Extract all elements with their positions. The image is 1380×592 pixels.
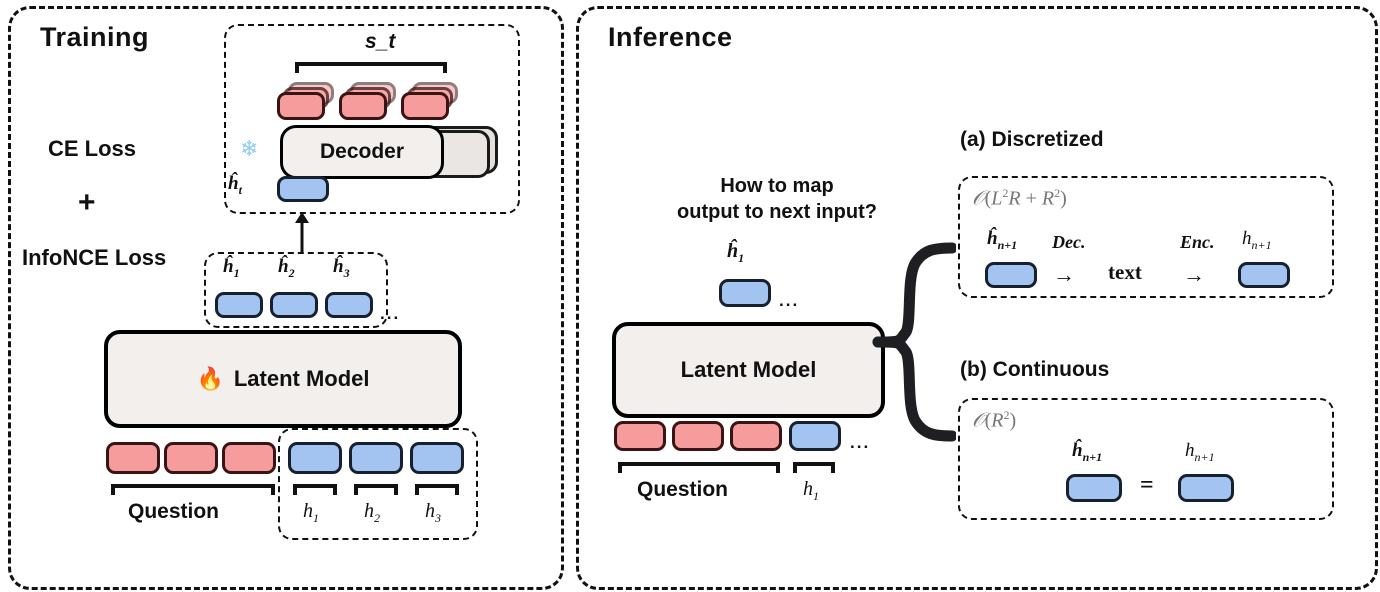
infonce-loss-label: InfoNCE Loss: [22, 245, 167, 270]
inference-h-label-1: h1: [803, 478, 819, 503]
ce-loss-label: CE Loss: [48, 136, 137, 161]
option-b-heading: (b) Continuous: [960, 358, 1110, 381]
option-b-box: [958, 398, 1334, 520]
hhat-group-box: [204, 252, 388, 328]
training-panel-title: Training: [40, 22, 150, 52]
inference-question-line-1: How to map: [720, 175, 834, 197]
decoder-label: Decoder: [319, 140, 405, 163]
inference-output-ellipsis: ...: [779, 291, 800, 310]
inference-h1-bracket: [793, 462, 835, 474]
h2-bracket: [354, 484, 398, 496]
option-a-text-label: text: [1108, 260, 1142, 284]
inference-panel: [576, 6, 1378, 590]
option-a-complexity: 𝒪(L2R + R2): [972, 186, 1067, 210]
decoder-group-box: [224, 24, 520, 214]
option-b-equals: =: [1140, 472, 1154, 498]
train-h-label-1: h1: [303, 500, 319, 525]
inf-input-ellipsis: ...: [850, 433, 871, 452]
span-label-st: s_t: [365, 30, 395, 54]
decoder-input-token: [277, 176, 329, 202]
inference-output-label: ĥ1: [727, 240, 745, 265]
red-token-2: [339, 92, 387, 120]
red-token-1: [277, 92, 325, 120]
red-token-3: [401, 92, 449, 120]
option-a-arrow-1: →: [1053, 262, 1075, 287]
up-arrow-to-decoder: [294, 212, 310, 252]
inference-output-token: [719, 279, 771, 307]
train-input-red-1: [106, 442, 160, 474]
train-h-label-2: h2: [364, 500, 380, 525]
train-input-blue-1: [288, 442, 342, 474]
inf-input-red-1: [614, 421, 666, 451]
inference-latent-model-label: Latent Model: [680, 357, 817, 382]
option-b-left-token-label: ĥn+1: [1072, 440, 1103, 464]
train-input-red-3: [222, 442, 276, 474]
inference-question-label: Question: [637, 478, 729, 501]
training-latent-model-box: 🔥 Latent Model: [104, 330, 462, 428]
loss-plus-sign: +: [78, 186, 96, 219]
snowflake-icon: ❄: [240, 136, 259, 161]
option-b-right-token: [1178, 474, 1234, 502]
decoder-box: Decoder: [280, 125, 444, 179]
inf-input-red-2: [672, 421, 724, 451]
option-b-left-token: [1066, 474, 1122, 502]
option-b-right-token-label: hn+1: [1185, 440, 1215, 464]
inference-latent-model-box: Latent Model: [612, 322, 885, 418]
train-input-red-2: [164, 442, 218, 474]
option-a-enc-label: Enc.: [1180, 232, 1215, 252]
train-input-blue-2: [349, 442, 403, 474]
option-a-box: [958, 176, 1334, 298]
inference-panel-title: Inference: [608, 22, 733, 52]
inference-question-line-2: output to next input?: [677, 201, 877, 223]
training-latent-model-label: Latent Model: [233, 366, 370, 391]
fire-icon: 🔥: [196, 366, 224, 391]
option-b-complexity: 𝒪(R2): [972, 408, 1017, 432]
option-a-right-token: [1238, 262, 1290, 288]
h1-bracket: [293, 484, 337, 496]
train-question-label: Question: [128, 500, 220, 523]
hhat-row-ellipsis: ...: [380, 304, 401, 323]
hhat-token-1: [215, 292, 263, 318]
inference-question-bracket: [618, 462, 780, 474]
option-a-right-token-label: hn+1: [1242, 228, 1272, 252]
h3-bracket: [415, 484, 459, 496]
option-a-dec-label: Dec.: [1052, 232, 1086, 252]
question-bracket: [111, 484, 275, 496]
hhat-label-3: ĥ3: [333, 256, 350, 280]
brace-connector: [872, 242, 956, 442]
span-label-st-text: s_t: [365, 30, 396, 53]
option-a-heading: (a) Discretized: [960, 128, 1104, 151]
inf-input-red-3: [730, 421, 782, 451]
option-a-left-token-label: ĥn+1: [987, 228, 1018, 252]
hhat-label-1: ĥ1: [223, 256, 240, 280]
inf-input-blue-1: [789, 421, 841, 451]
train-latent-input-group: [278, 428, 478, 540]
train-input-blue-3: [410, 442, 464, 474]
train-h-label-3: h3: [425, 500, 441, 525]
option-a-arrow-2: →: [1183, 262, 1205, 287]
option-a-left-token: [985, 262, 1037, 288]
hhat-token-2: [270, 292, 318, 318]
st-bracket: [295, 62, 447, 74]
hhat-token-3: [325, 292, 373, 318]
decoder-input-label: ĥt: [228, 173, 242, 197]
hhat-label-2: ĥ2: [278, 256, 295, 280]
